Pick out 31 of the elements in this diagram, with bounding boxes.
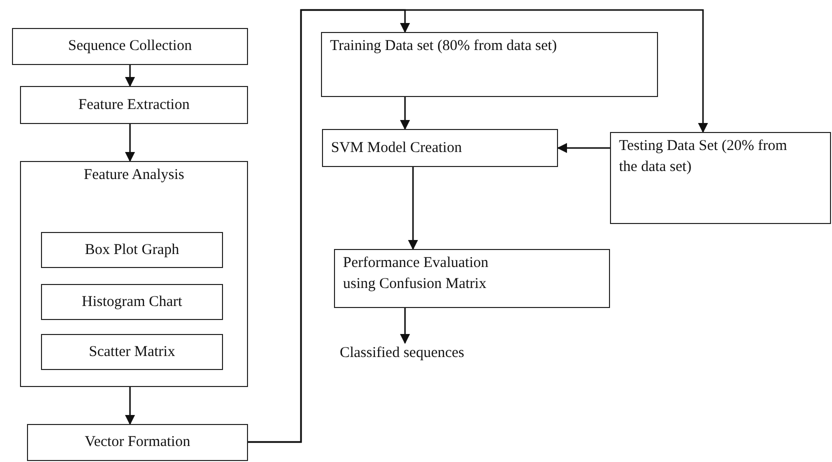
box-label: SVM Model Creation bbox=[331, 138, 462, 158]
process-box bbox=[20, 86, 248, 124]
box-label: Performance Evaluation using Confusion Matrix bbox=[343, 254, 490, 294]
box-label: Vector Formation bbox=[84, 433, 190, 452]
arrow bbox=[557, 143, 610, 153]
box-label: Classified sequences bbox=[340, 344, 464, 362]
process-box bbox=[322, 129, 558, 167]
process-box bbox=[321, 32, 658, 97]
group-box bbox=[20, 161, 248, 387]
box-label: Scatter Matrix bbox=[88, 342, 176, 362]
arrow bbox=[125, 124, 135, 162]
arrow bbox=[248, 9, 708, 443]
box-label: Testing Data Set (20% from the data set) bbox=[619, 137, 788, 177]
arrow bbox=[125, 387, 135, 425]
process-box bbox=[41, 232, 223, 268]
group-title: Feature Analysis bbox=[84, 166, 184, 185]
box-label: Training Data set (80% from data set) bbox=[330, 37, 557, 56]
process-box bbox=[41, 284, 223, 320]
box-label: Box Plot Graph bbox=[84, 240, 180, 260]
box-label: Histogram Chart bbox=[82, 292, 182, 312]
process-box bbox=[12, 28, 248, 65]
box-label: Feature Extraction bbox=[78, 96, 190, 114]
arrow bbox=[125, 65, 135, 87]
arrow bbox=[408, 167, 418, 250]
process-box bbox=[27, 424, 248, 461]
arrow bbox=[400, 97, 410, 130]
box-label: Sequence Collection bbox=[68, 37, 192, 56]
process-box bbox=[41, 334, 223, 370]
arrow bbox=[400, 308, 410, 344]
process-box bbox=[610, 132, 831, 224]
process-box bbox=[334, 249, 610, 308]
